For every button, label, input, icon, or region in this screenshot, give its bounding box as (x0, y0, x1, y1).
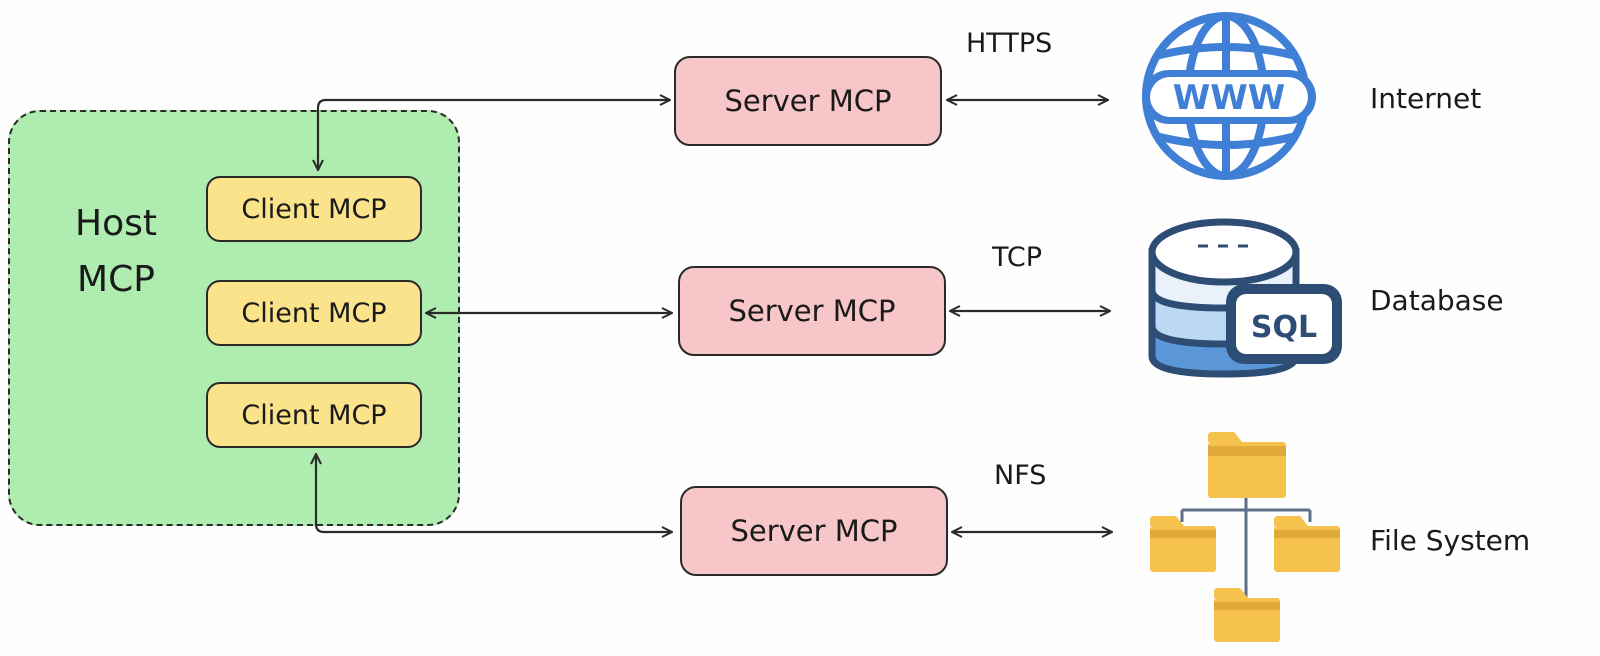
client-mcp-1: Client MCP (206, 176, 422, 242)
resource-label-internet: Internet (1370, 82, 1482, 115)
host-label-line1: Host (75, 203, 157, 244)
globe-www-icon: WWW (1142, 12, 1316, 180)
protocol-label-tcp: TCP (992, 242, 1043, 273)
globe-www-text: WWW (1173, 78, 1286, 118)
resource-label-database: Database (1370, 284, 1504, 317)
host-label-line2: MCP (77, 259, 155, 300)
folder-tree-icon (1150, 432, 1340, 642)
protocol-label-nfs: NFS (994, 460, 1047, 491)
protocol-label-https: HTTPS (966, 28, 1053, 59)
arrow-client1-server1 (318, 100, 670, 170)
server-mcp-internet: Server MCP (674, 56, 942, 146)
host-mcp-label: Host MCP (56, 196, 176, 308)
client-mcp-2: Client MCP (206, 280, 422, 346)
server-mcp-filesystem: Server MCP (680, 486, 948, 576)
database-sql-text: SQL (1251, 310, 1317, 345)
arrow-client3-server3 (316, 454, 672, 532)
resource-label-filesystem: File System (1370, 524, 1531, 557)
sql-database-icon: SQL (1148, 218, 1342, 378)
client-mcp-3: Client MCP (206, 382, 422, 448)
server-mcp-database: Server MCP (678, 266, 946, 356)
